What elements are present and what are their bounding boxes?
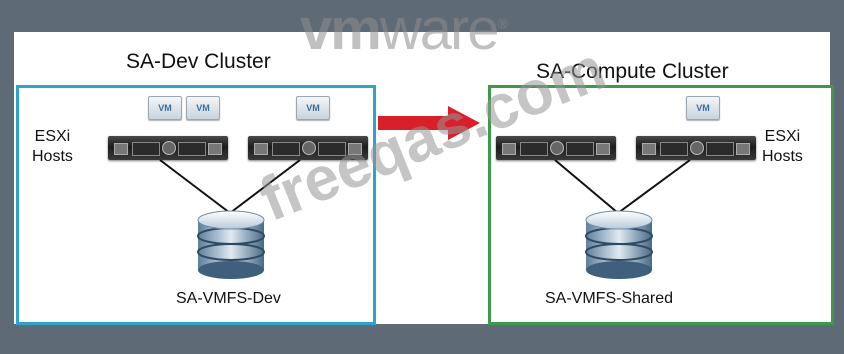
dev-cluster-title: SA-Dev Cluster <box>126 50 271 73</box>
shared-datastore-label: SA-VMFS-Shared <box>545 290 674 307</box>
esxi-host-icon <box>108 136 228 160</box>
esxi-host-icon <box>248 136 368 160</box>
dev-datastore-icon <box>197 210 265 279</box>
dev-link-left <box>159 159 231 214</box>
vmware-logo: vmware® <box>300 0 508 62</box>
dev-esxi-hosts-label: ESXi Hosts <box>32 128 73 165</box>
esxi-host-icon <box>636 136 756 160</box>
vm-icon: VM <box>686 96 720 120</box>
compute-link-right <box>617 159 691 214</box>
compute-cluster-box <box>488 85 834 325</box>
vm-icon: VM <box>296 96 330 120</box>
vm-icon: VM <box>148 96 182 120</box>
shared-datastore-icon <box>585 210 653 279</box>
dev-link-right <box>229 159 301 214</box>
dev-cluster-box <box>16 85 376 325</box>
esxi-host-icon <box>496 136 616 160</box>
dev-datastore-label: SA-VMFS-Dev <box>176 290 281 307</box>
compute-esxi-hosts-label: ESXi Hosts <box>762 128 803 165</box>
compute-link-left <box>554 159 619 214</box>
migration-arrow <box>378 106 480 140</box>
vm-icon: VM <box>186 96 220 120</box>
compute-cluster-title: SA-Compute Cluster <box>536 60 729 83</box>
